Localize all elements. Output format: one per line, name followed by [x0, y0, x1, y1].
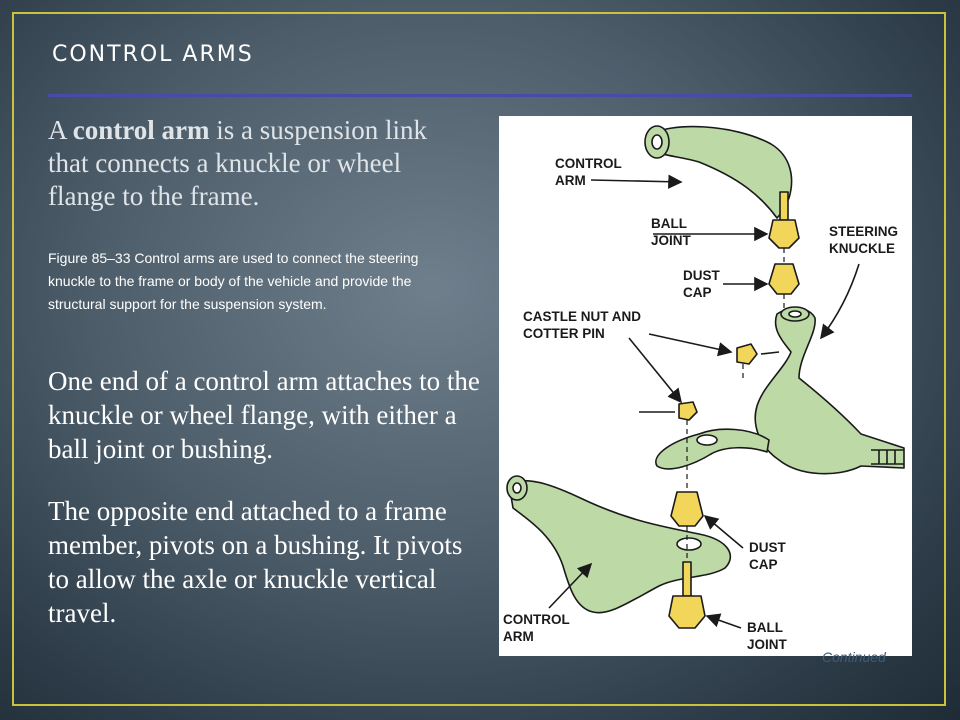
arrow-dust-cap-bottom [703, 514, 744, 549]
spindle-threads [871, 449, 904, 465]
upper-control-arm [648, 125, 793, 219]
castle-nut-lower [678, 401, 698, 421]
arrow-control-arm-bottom [548, 562, 593, 609]
lower-dust-cap [670, 491, 704, 527]
label-control-arm-bottom-1: CONTROL [503, 612, 570, 627]
definition-body: is a suspension link that connects a knu… [48, 115, 427, 211]
label-dust-cap-bottom-2: CAP [749, 557, 778, 572]
diagram-drawing: CONTROL ARM BALL JOINT STEERING KNUCKLE … [503, 125, 905, 652]
lower-ball-joint-stud [682, 561, 692, 597]
label-ball-joint-bottom-1: BALL [747, 620, 783, 635]
slide-border [12, 12, 946, 706]
control-arm-diagram: CONTROL ARM BALL JOINT STEERING KNUCKLE … [499, 116, 912, 656]
arrow-steering-knuckle [820, 263, 860, 340]
label-dust-cap-bottom-1: DUST [749, 540, 787, 555]
lower-control-arm [508, 479, 732, 614]
upper-ball-joint-stud [779, 191, 789, 221]
label-control-arm-top-2: ARM [555, 173, 586, 188]
label-steering-knuckle-2: KNUCKLE [829, 241, 895, 256]
label-dust-cap-top-2: CAP [683, 285, 712, 300]
lower-ball-joint [668, 595, 706, 629]
pivot-paragraph: The opposite end attached to a frame mem… [48, 496, 463, 628]
figure-caption: Figure 85–33 Control arms are used to co… [48, 250, 419, 312]
label-control-arm-top-1: CONTROL [555, 156, 622, 171]
continued-note: Continued [822, 649, 886, 665]
label-dust-cap-top-1: DUST [683, 268, 721, 283]
label-castle-nut-2: COTTER PIN [523, 326, 605, 341]
label-ball-joint-top-1: BALL [651, 216, 687, 231]
arrow-castle-nut-2 [628, 337, 683, 404]
arrow-control-arm-top [590, 174, 683, 189]
arrow-ball-joint-bottom [705, 613, 742, 629]
label-castle-nut-1: CASTLE NUT AND [523, 309, 641, 324]
label-steering-knuckle-1: STEERING [829, 224, 898, 239]
definition-prefix: A [48, 115, 73, 145]
castle-nut-upper [736, 343, 758, 365]
label-ball-joint-top-2: JOINT [651, 233, 692, 248]
definition-term: control arm [72, 115, 210, 145]
cotter-pin [639, 351, 780, 413]
slide-title: CONTROL ARMS [52, 42, 254, 67]
upper-dust-cap [768, 263, 800, 295]
attachment-paragraph: One end of a control arm attaches to the… [48, 366, 480, 464]
steering-arm [655, 428, 770, 470]
label-control-arm-bottom-2: ARM [503, 629, 534, 644]
label-ball-joint-bottom-2: JOINT [747, 637, 788, 652]
steering-knuckle [754, 307, 905, 475]
arrow-castle-nut-1 [648, 333, 733, 357]
title-underline [48, 94, 912, 97]
upper-ball-joint [768, 219, 800, 249]
definition-paragraph: A control arm is a suspension link that … [48, 114, 468, 213]
